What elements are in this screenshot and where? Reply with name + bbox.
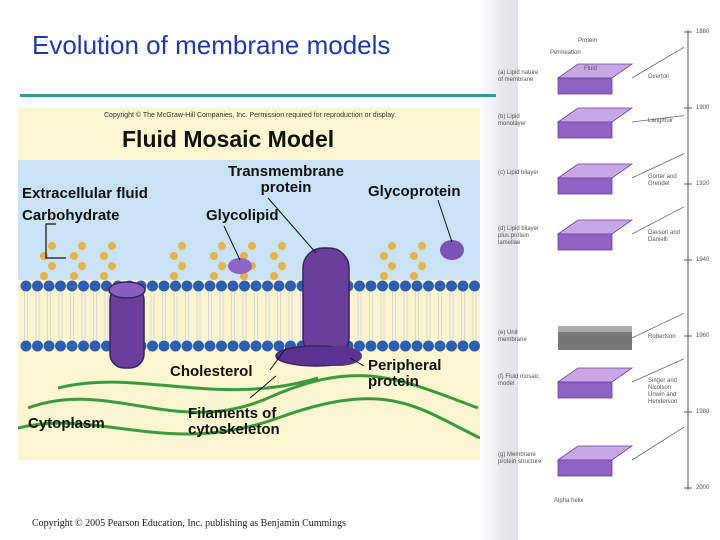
timeline-block-word: Protein: [578, 38, 597, 45]
timeline-year: 1900: [696, 105, 709, 112]
timeline-model-block: [558, 220, 632, 250]
timeline-year: 1920: [696, 181, 709, 188]
timeline-model-block: [558, 446, 632, 476]
timeline-model-block: [558, 108, 632, 138]
label-glycolipid: Glycolipid: [206, 208, 279, 224]
timeline-model-block: [558, 326, 632, 350]
peripheral-protein: [314, 346, 362, 366]
label-glycoprotein: Glycoprotein: [368, 184, 461, 200]
timeline-model-name: (f) Fluid mosaic model: [498, 374, 544, 388]
timeline-model-name: (a) Lipid nature of membrane: [498, 70, 544, 84]
timeline-model-block: [558, 368, 632, 398]
timeline-scientist: Gorter and Grendel: [648, 174, 684, 188]
title-rule: [20, 94, 496, 97]
slide-copyright: Copyright © 2005 Pearson Education, Inc.…: [32, 518, 346, 529]
fluid-mosaic-figure: Copyright © The McGraw-Hill Companies, I…: [18, 108, 480, 460]
timeline-scientist: Overton: [648, 74, 684, 81]
label-extracellular-fluid: Extracellular fluid: [22, 186, 148, 202]
timeline-model-name: (c) Lipid bilayer: [498, 170, 544, 177]
timeline-model-name: (g) Membrane protein structure: [498, 452, 544, 466]
timeline-scientist: Langmuir: [648, 118, 684, 125]
timeline-year: 1880: [696, 29, 709, 36]
label-cytoplasm: Cytoplasm: [28, 416, 105, 432]
timeline-scientist: Davson and Danielli: [648, 230, 684, 244]
label-filaments: Filaments of cytoskeleton: [188, 406, 280, 438]
timeline-year: 1980: [696, 409, 709, 416]
timeline-block-word: Fluid: [584, 66, 597, 73]
timeline-scientist: Robertson: [648, 334, 684, 341]
label-peripheral-protein: Peripheral protein: [368, 358, 441, 390]
label-carbohydrate: Carbohydrate: [22, 208, 120, 224]
timeline-alpha-helix: Alpha helix: [554, 498, 583, 505]
timeline-model-name: (b) Lipid monolayer: [498, 114, 544, 128]
timeline-block-word: Permeation: [550, 50, 581, 57]
timeline-model-name: (d) Lipid bilayer plus protein lamellae: [498, 226, 544, 247]
transmembrane-protein-left: [109, 282, 145, 368]
timeline-year: 1960: [696, 333, 709, 340]
timeline-model-name: (e) Unit membrane: [498, 330, 544, 344]
timeline-year: 2000: [696, 485, 709, 492]
glycoprotein-right: [440, 240, 464, 260]
timeline-scientist: Singer and Nicolson Unwin and Henderson: [648, 378, 684, 406]
slide-title: Evolution of membrane models: [32, 30, 390, 61]
timeline-year: 1940: [696, 257, 709, 264]
label-cholesterol: Cholesterol: [170, 364, 253, 380]
glycolipid-head: [228, 258, 252, 274]
membrane-model-timeline: 1880 1900 1920 1940 1960 1980 2000 (a) Lipid na…: [496, 20, 720, 530]
label-transmembrane-protein: Transmembrane protein: [216, 164, 356, 196]
timeline-model-block: [558, 164, 632, 194]
